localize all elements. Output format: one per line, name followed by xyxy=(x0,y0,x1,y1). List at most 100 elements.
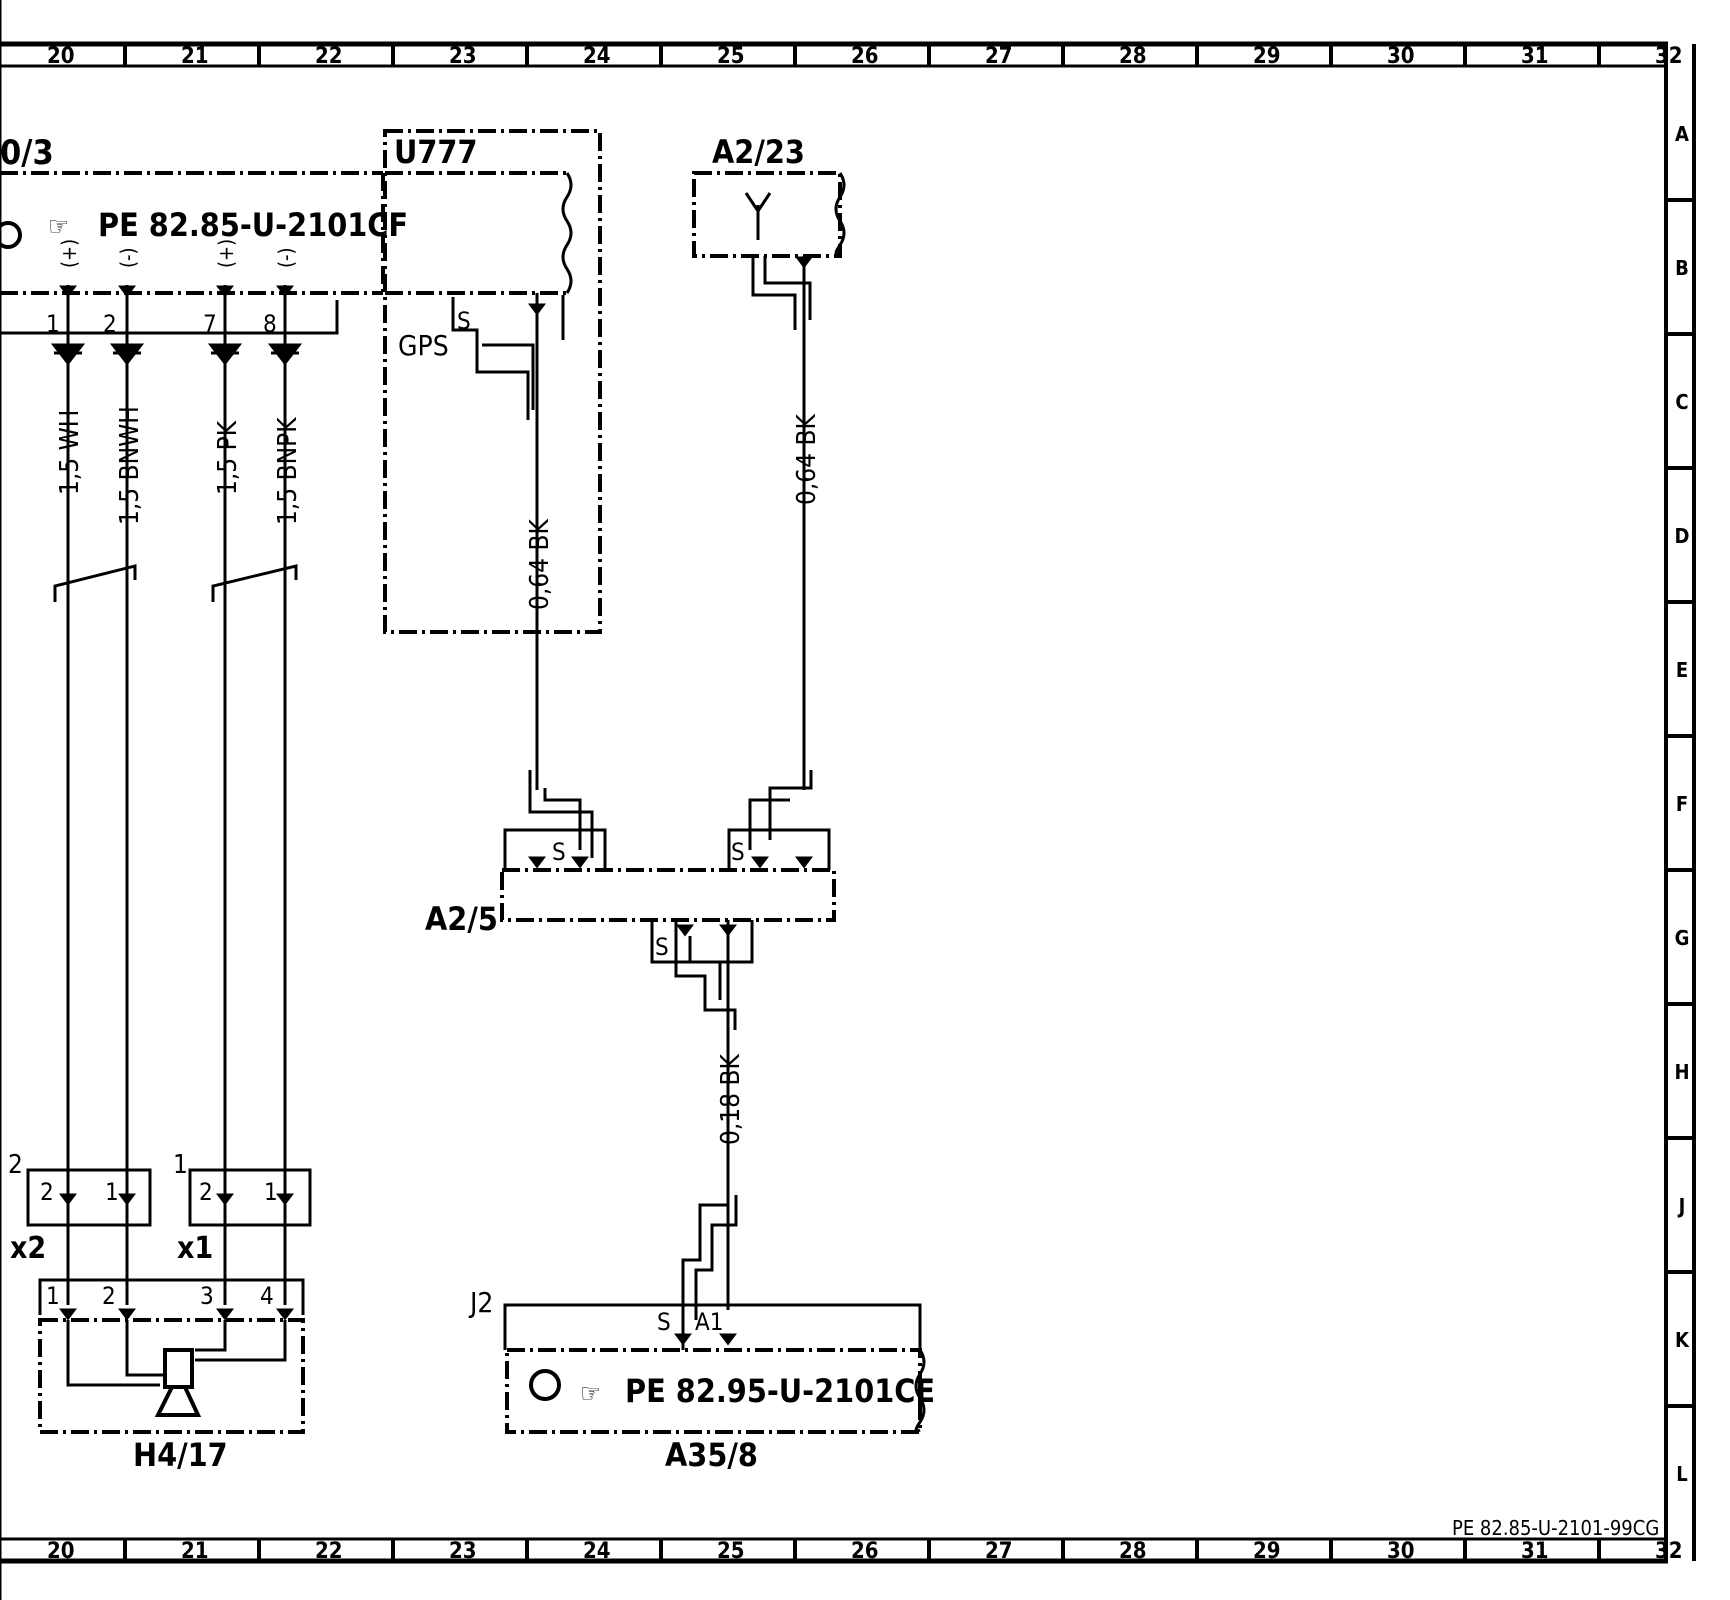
pin-minus-1: (-) xyxy=(116,247,140,268)
column-label-30: 30 xyxy=(1387,44,1415,69)
a35-8-doc-label: PE 82.95-U-2101CE xyxy=(625,1372,935,1410)
pin-2-label: 2 xyxy=(103,310,117,338)
pin-8-label: 8 xyxy=(263,310,277,338)
wire-label-bnwh: 1,5 BNWH xyxy=(115,406,145,525)
top-left-doc-label: PE 82.85-U-2101CF xyxy=(98,206,408,244)
row-label-J: J xyxy=(1678,1194,1686,1218)
h4-pin-marker-2 xyxy=(118,1308,136,1321)
u777-break xyxy=(561,172,573,294)
u777-label: U777 xyxy=(394,133,477,171)
j2-pin-marker-a1 xyxy=(719,1333,737,1346)
a2-5-pin-marker-6 xyxy=(719,924,737,937)
x2-number: 2 xyxy=(8,1150,23,1180)
gps-shield xyxy=(451,295,565,420)
pin-marker-top-4 xyxy=(276,285,294,298)
a2-5-pin-marker-4 xyxy=(795,856,813,869)
h4-17-label: H4/17 xyxy=(133,1436,228,1474)
a2-5-upper-left xyxy=(503,828,607,870)
column-label-27: 27 xyxy=(985,44,1013,69)
column-label-23: 23 xyxy=(449,1539,477,1564)
row-label-A: A xyxy=(1675,122,1689,146)
row-label-C: C xyxy=(1675,390,1688,414)
pointer-icon-2: ☞ xyxy=(580,1379,601,1409)
h4-pin-marker-1 xyxy=(59,1308,77,1321)
row-label-F: F xyxy=(1676,792,1688,816)
a2-23-break xyxy=(834,172,846,256)
shield-s-u777: S xyxy=(457,307,471,335)
column-label-20: 20 xyxy=(47,1539,75,1564)
a2-5-shield-right xyxy=(748,770,813,850)
h4-pin-marker-3 xyxy=(216,1308,234,1321)
x1-label: x1 xyxy=(177,1231,213,1266)
x2-pin-1: 1 xyxy=(105,1178,119,1206)
shield-s-a2-5-left: S xyxy=(552,838,566,866)
connector-glyphs xyxy=(50,256,813,1346)
document-reference: PE 82.85-U-2101-99CG xyxy=(1452,1516,1659,1540)
pin-7-label: 7 xyxy=(203,310,217,338)
column-label-29: 29 xyxy=(1253,1539,1281,1564)
h4-pin-1: 1 xyxy=(46,1282,60,1310)
twist-mark-2 xyxy=(211,564,298,602)
wire-label-a2-23: 0,64 BK xyxy=(792,413,822,505)
column-label-31: 31 xyxy=(1521,44,1549,69)
column-label-21: 21 xyxy=(181,44,209,69)
column-label-20: 20 xyxy=(47,44,75,69)
a2-5-lower-shield xyxy=(674,920,737,1030)
wire-label-a2-5: 0,18 BK xyxy=(716,1053,746,1145)
h4-pin-4: 4 xyxy=(260,1282,274,1310)
x2-label: x2 xyxy=(10,1231,46,1266)
shield-s-a2-5-lower: S xyxy=(655,933,669,961)
h4-17-pin-bar xyxy=(38,1278,305,1315)
row-label-B: B xyxy=(1675,256,1689,280)
a2-23-outline xyxy=(692,171,842,258)
column-label-28: 28 xyxy=(1119,44,1147,69)
row-label-E: E xyxy=(1676,658,1688,682)
wire-label-pk: 1,5 PK xyxy=(213,420,243,495)
column-label-21: 21 xyxy=(181,1539,209,1564)
a35-8-outline xyxy=(505,1348,922,1434)
a2-23-label: A2/23 xyxy=(712,133,805,171)
a2-23-pin-marker xyxy=(795,256,813,269)
row-label-K: K xyxy=(1675,1328,1690,1352)
circuit-icon-2 xyxy=(529,1369,561,1401)
h4-17-internal xyxy=(66,1320,287,1387)
a2-5-upper-right xyxy=(727,828,831,870)
labels: 0/3 ☞ PE 82.85-U-2101CF U777 GPS A2/23 A… xyxy=(0,133,1659,1540)
a35-8-shield xyxy=(681,1180,738,1350)
u777-inner xyxy=(385,171,567,295)
h4-pin-marker-4 xyxy=(276,1308,294,1321)
a2-5-pin-marker-5 xyxy=(676,924,694,937)
pin-minus-2: (-) xyxy=(274,247,298,268)
x1-number: 1 xyxy=(173,1150,188,1180)
pin-marker-top-2 xyxy=(118,285,136,298)
a2-23-shield xyxy=(751,256,812,330)
column-label-22: 22 xyxy=(315,44,343,69)
x1-pin-1: 1 xyxy=(264,1178,278,1206)
h4-pin-3: 3 xyxy=(200,1282,214,1310)
column-label-32: 32 xyxy=(1655,1539,1683,1564)
connector-pin-marker-4 xyxy=(276,1193,294,1206)
shield-s-j2: S xyxy=(657,1308,671,1336)
connector-x2 xyxy=(26,1168,152,1227)
a2-5-outline xyxy=(500,868,836,922)
j2-pin-marker-s xyxy=(674,1333,692,1346)
column-label-25: 25 xyxy=(717,44,745,69)
connector-pin-marker-2 xyxy=(118,1193,136,1206)
shield-s-a2-5-right: S xyxy=(731,838,745,866)
circuit-icon-1 xyxy=(0,221,22,249)
wire-label-wh: 1,5 WH xyxy=(55,410,85,495)
wire-connector-glyph-2 xyxy=(109,343,145,366)
column-label-31: 31 xyxy=(1521,1539,1549,1564)
antenna-symbol xyxy=(744,192,772,240)
a2-5-shield-left xyxy=(528,770,594,858)
connector-pin-marker-3 xyxy=(216,1193,234,1206)
h4-17-outline xyxy=(38,1318,305,1434)
twist-mark-1 xyxy=(53,564,137,602)
speaker-symbol xyxy=(154,1348,202,1417)
row-label-G: G xyxy=(1675,926,1690,950)
a35-8-label: A35/8 xyxy=(665,1436,758,1474)
